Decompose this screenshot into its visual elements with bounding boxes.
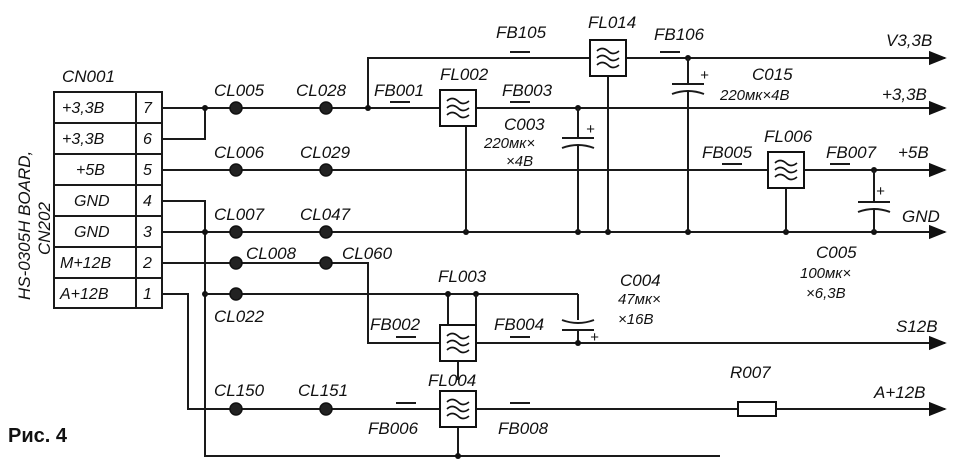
test-point-label: CL005	[214, 81, 265, 100]
output-label-gnd: GND	[902, 207, 940, 226]
pin-number: 6	[143, 131, 152, 148]
ferrite-label: FB004	[494, 315, 544, 334]
svg-text:+: +	[590, 329, 599, 346]
filter-fl002	[439, 89, 477, 127]
resistor-r007	[737, 401, 777, 417]
ferrite-label: FB106	[654, 25, 705, 44]
test-point-label: CL028	[296, 81, 347, 100]
ferrite-label: FB002	[370, 315, 421, 334]
test-point-label: CL008	[246, 244, 297, 263]
capacitor-value: 220мк×4В	[719, 87, 790, 104]
svg-text:+: +	[586, 121, 595, 138]
output-label-p33: +3,3В	[882, 85, 927, 104]
test-point-label: CL151	[298, 381, 348, 400]
pin-number: 5	[143, 162, 152, 179]
connector-name: CN001	[62, 67, 115, 86]
filter-label: FL002	[440, 65, 489, 84]
test-point-label: CL150	[214, 381, 265, 400]
filter-fl003	[439, 324, 477, 362]
test-point-label: CL047	[300, 205, 351, 224]
capacitor-ref: C003	[504, 115, 545, 134]
output-label-a12: A+12В	[873, 383, 926, 402]
capacitor-value: ×4В	[506, 153, 533, 170]
test-point-label: CL007	[214, 205, 265, 224]
pin-number: 4	[143, 193, 152, 210]
capacitor-value: 220мк×	[483, 135, 535, 152]
pin-number: 3	[143, 224, 152, 241]
ferrite-label: FB005	[702, 143, 753, 162]
ferrite-label: FB007	[826, 143, 877, 162]
ferrite-label: FB006	[368, 419, 419, 438]
pin-label: GND	[74, 224, 110, 241]
filter-label: FL014	[588, 13, 636, 32]
pin-label: M+12В	[60, 255, 111, 272]
test-point-label: CL029	[300, 143, 351, 162]
filter-fl006	[767, 151, 805, 189]
capacitor-value: 47мк×	[618, 291, 661, 308]
capacitor-value: ×16В	[618, 311, 653, 328]
capacitor-ref: C005	[816, 243, 857, 262]
svg-text:+: +	[700, 67, 709, 84]
board-ref-label: CN202	[35, 202, 54, 255]
test-point-label: CL022	[214, 307, 265, 326]
figure-label: Рис. 4	[8, 425, 68, 447]
connector-cn001: CN001 +3,3В 7 +3,3В 6 +5В 5 GND 4 GND 3 …	[53, 67, 163, 309]
capacitor-ref: C015	[752, 65, 793, 84]
svg-text:+: +	[876, 183, 885, 200]
pin-number: 7	[143, 100, 153, 117]
output-label-v33: V3,3В	[886, 31, 932, 50]
pin-label: +3,3В	[62, 100, 105, 117]
filter-label: FL006	[764, 127, 813, 146]
output-label-s12: S12В	[896, 317, 938, 336]
pin-label: A+12В	[59, 286, 109, 303]
filter-label: FL003	[438, 267, 487, 286]
ferrite-label: FB105	[496, 23, 547, 42]
output-label-p5: +5В	[898, 143, 929, 162]
resistor-label: R007	[730, 363, 771, 382]
pin-label: +5В	[76, 162, 105, 179]
ferrite-bars	[390, 51, 850, 404]
ferrite-label: FB001	[374, 81, 424, 100]
pin-number: 2	[142, 255, 152, 272]
pin-label: +3,3В	[62, 131, 105, 148]
test-point-label: CL006	[214, 143, 265, 162]
filter-fl004	[439, 390, 477, 428]
filter-fl014	[589, 39, 627, 77]
filter-label: FL004	[428, 371, 476, 390]
capacitor-value: ×6,3В	[806, 285, 846, 302]
board-label: HS-0305H BOARD,	[15, 151, 34, 300]
test-point-label: CL060	[342, 244, 393, 263]
ferrite-label: FB003	[502, 81, 553, 100]
pin-number: 1	[143, 286, 152, 303]
capacitor-ref: C004	[620, 271, 661, 290]
ferrite-label: FB008	[498, 419, 549, 438]
test-points	[229, 101, 333, 416]
capacitor-value: 100мк×	[800, 265, 851, 282]
pin-label: GND	[74, 193, 110, 210]
